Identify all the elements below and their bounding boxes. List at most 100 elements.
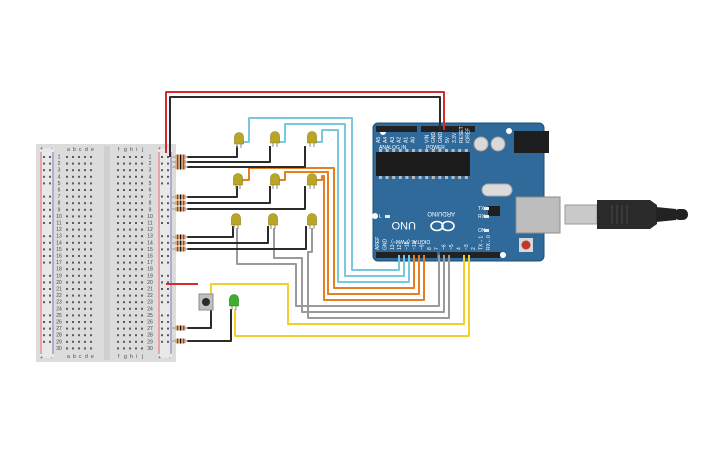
rail-hole [49, 314, 51, 317]
hole [123, 208, 125, 211]
hole [129, 288, 131, 290]
column-letter: g [124, 147, 127, 153]
row-number: 29 [147, 339, 153, 345]
hole [141, 255, 143, 257]
hole [123, 182, 125, 185]
rail-hole [43, 255, 45, 257]
hole [141, 182, 143, 185]
hole [141, 156, 143, 158]
rail-hole [167, 294, 169, 297]
hole [66, 301, 68, 304]
hole [66, 189, 68, 191]
row-number: 16 [147, 254, 153, 260]
chip-leg [418, 149, 422, 152]
hole [123, 281, 125, 284]
pin-label: GND [431, 132, 437, 144]
row-number: 4 [149, 174, 152, 180]
pin-label: A0 [411, 137, 417, 143]
column-letter: b [73, 354, 76, 360]
rail-hole [167, 248, 169, 251]
board-led [385, 215, 390, 218]
hole [72, 195, 74, 198]
row-number: 4 [58, 174, 61, 180]
rail-hole [167, 255, 169, 257]
wire-res5 [187, 186, 271, 204]
rail-hole [161, 321, 163, 323]
hole [141, 301, 143, 304]
rail-hole [43, 182, 45, 185]
pin-label: 2 [471, 247, 477, 250]
hole [78, 327, 80, 330]
rail-hole [49, 162, 51, 165]
chip-leg [392, 149, 396, 152]
column-letter: b [73, 147, 76, 153]
reset-button[interactable] [521, 240, 531, 250]
hole [72, 182, 74, 185]
wire-button [210, 255, 465, 325]
rail-hole [49, 169, 51, 172]
hole [117, 162, 119, 165]
chip-leg [379, 176, 382, 179]
rail-hole [49, 195, 51, 198]
hole [129, 162, 131, 165]
rail-hole [43, 235, 45, 238]
rail-hole [161, 215, 163, 218]
rail-hole [43, 281, 45, 284]
hole [66, 294, 68, 297]
rail-hole [43, 175, 45, 178]
column-letter: i [136, 354, 137, 360]
pin-label: AREF [375, 237, 381, 250]
hole [78, 261, 80, 264]
hole [117, 215, 119, 218]
hole [90, 162, 92, 165]
hole [84, 156, 86, 158]
row-number: 20 [147, 280, 153, 286]
rail-hole [43, 222, 45, 224]
led-yellow [270, 173, 280, 186]
rail-hole [161, 314, 163, 317]
rail-hole [43, 162, 45, 165]
chip-leg [412, 149, 415, 152]
row-number: 16 [56, 254, 62, 260]
row-number: 7 [58, 194, 61, 200]
rail-hole [161, 202, 163, 205]
hole [117, 195, 119, 198]
row-number: 8 [149, 201, 152, 207]
led-yellow [231, 213, 241, 226]
pin-label: A3 [390, 137, 396, 143]
hole [141, 215, 143, 218]
resistor-band [177, 240, 179, 246]
row-numbers-right: 1234567891011121314151617181920212223242… [147, 155, 153, 352]
rail-hole [161, 222, 163, 224]
hole [123, 195, 125, 198]
rail-hole [49, 156, 51, 158]
pushbutton-cap[interactable] [202, 298, 210, 306]
rail-hole [43, 327, 45, 330]
hole [72, 248, 74, 251]
hole [129, 261, 131, 264]
row-number: 1 [149, 155, 152, 161]
row-number: 21 [56, 287, 62, 293]
hole [123, 202, 125, 205]
row-number: 18 [56, 267, 62, 273]
rail-hole [49, 261, 51, 264]
rail-hole [161, 294, 163, 297]
digital-header-high [376, 252, 437, 258]
hole [90, 268, 92, 271]
hole [84, 321, 86, 323]
hole [135, 334, 137, 337]
rail-plus-label-top-left: + [40, 146, 43, 152]
hole [135, 294, 137, 297]
hole [78, 215, 80, 218]
hole [129, 321, 131, 323]
push-button[interactable] [198, 293, 214, 311]
led-green [229, 294, 239, 307]
hole [129, 156, 131, 158]
hole [141, 334, 143, 337]
hole [66, 307, 68, 310]
rail-minus-label-top-left: - [51, 146, 53, 152]
hole [84, 268, 86, 271]
atmega-chip [376, 152, 470, 176]
pin-label: ~5 [449, 244, 455, 250]
arduino-brand: ARDUINO [427, 210, 455, 216]
